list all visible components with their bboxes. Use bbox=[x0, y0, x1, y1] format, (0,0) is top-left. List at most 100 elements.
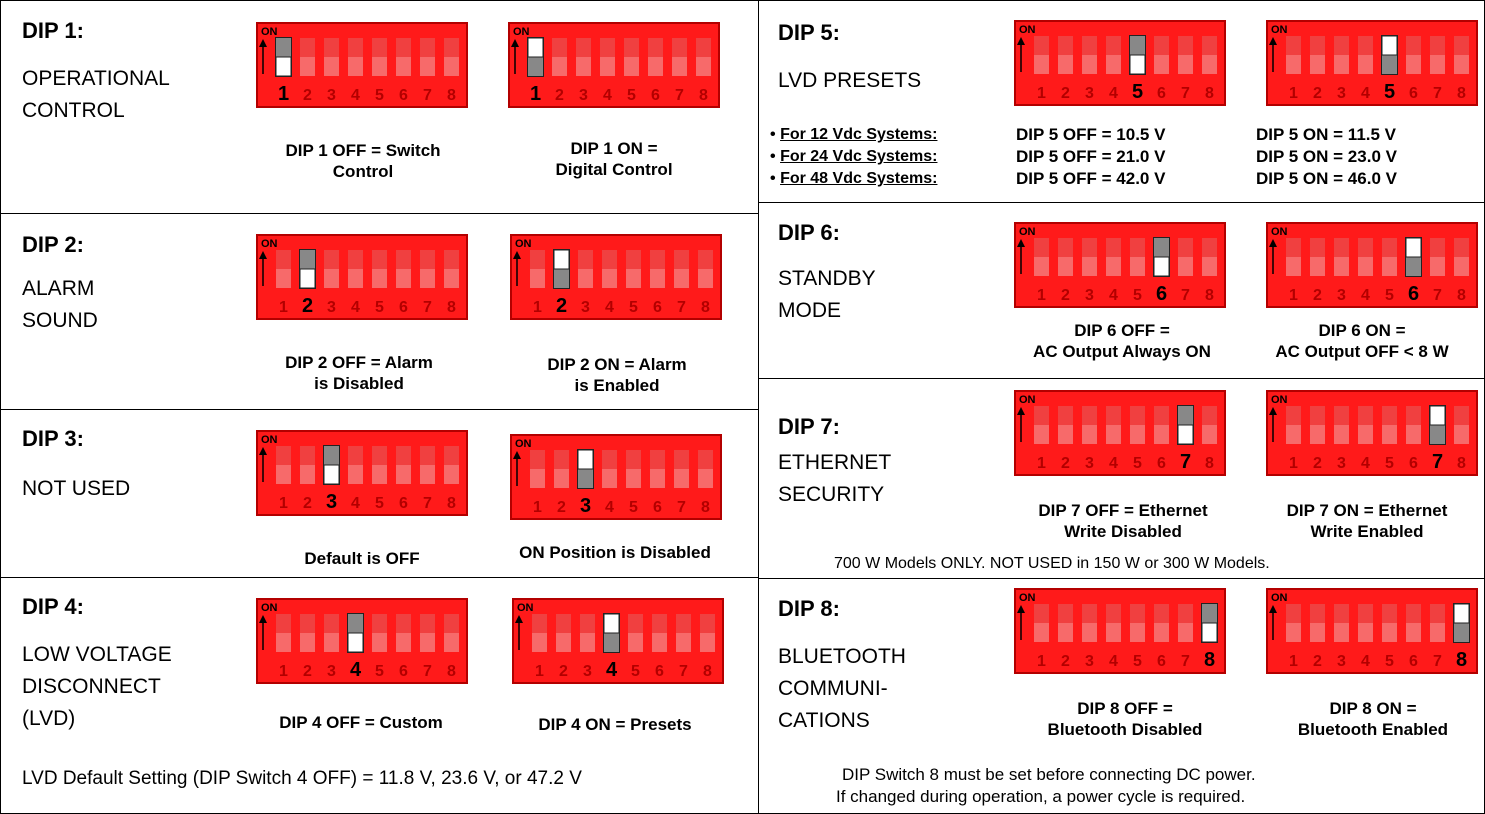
dip-slot-1: 1 bbox=[1286, 238, 1301, 304]
switch-knob bbox=[1202, 55, 1217, 74]
dip-5-system-24v: • For 24 Vdc Systems: bbox=[770, 146, 937, 167]
switch-number-label: 1 bbox=[533, 499, 542, 516]
dip-slot-6: 6 bbox=[1406, 406, 1421, 472]
dip-3-on-caption: ON Position is Disabled bbox=[519, 543, 711, 562]
switch-number-label: 8 bbox=[1205, 455, 1214, 472]
switch-knob bbox=[323, 464, 340, 485]
switch-number-label: 8 bbox=[701, 299, 710, 316]
switch-number-label: 6 bbox=[399, 495, 408, 512]
dip-slot-8: 8 bbox=[1201, 603, 1218, 671]
on-arrow-icon bbox=[1017, 605, 1025, 613]
dip-3-subtitle: NOT USED bbox=[22, 477, 131, 500]
switch-knob bbox=[1334, 55, 1349, 74]
dip-slot-5: 5 bbox=[1130, 406, 1145, 472]
switch-number-label: 3 bbox=[1085, 455, 1094, 472]
on-label: ON bbox=[1271, 592, 1288, 604]
switch-number-label: 1 bbox=[530, 83, 541, 105]
dip-4-title: DIP 4: bbox=[22, 594, 84, 619]
switch-number-label: 8 bbox=[447, 663, 456, 680]
on-label: ON bbox=[1271, 226, 1288, 238]
dip-4-off-caption: DIP 4 OFF = Custom bbox=[279, 713, 443, 732]
switch-knob bbox=[420, 465, 435, 484]
switch-knob bbox=[626, 269, 641, 288]
dip-4-on-caption: DIP 4 ON = Presets bbox=[538, 715, 692, 734]
switch-knob bbox=[444, 269, 459, 288]
dip-slot-8: 8 bbox=[698, 250, 713, 316]
dip-slot-5: 5 bbox=[628, 614, 643, 680]
dip-slot-8: 8 bbox=[444, 614, 459, 680]
dip-slot-8: 8 bbox=[444, 446, 459, 512]
dip-1-on-caption-line-2: Digital Control bbox=[555, 160, 673, 179]
dip-slot-1: 1 bbox=[275, 37, 292, 105]
dip-8-on-caption: DIP 8 ON = Bluetooth Enabled bbox=[1266, 698, 1480, 740]
dip-6-on-caption-line-1: DIP 6 ON = bbox=[1318, 321, 1406, 340]
panel-dip-7 bbox=[759, 379, 1485, 579]
dip-slot-4: 4 bbox=[1358, 406, 1373, 472]
dip-slot-2: 2 bbox=[1058, 406, 1073, 472]
dip-slot-7: 7 bbox=[1178, 238, 1193, 304]
switch-knob bbox=[1334, 623, 1349, 642]
dip-slot-2: 2 bbox=[1310, 406, 1325, 472]
switch-number-label: 6 bbox=[651, 87, 660, 104]
dip-slot-3: 3 bbox=[576, 38, 591, 104]
dip-1-on-caption: DIP 1 ON = Digital Control bbox=[508, 138, 720, 180]
switch-knob bbox=[650, 469, 665, 488]
switch-knob bbox=[1202, 257, 1217, 276]
on-arrow-icon bbox=[259, 447, 267, 455]
dip-slot-8: 8 bbox=[1454, 406, 1469, 472]
switch-number-label: 5 bbox=[627, 87, 636, 104]
dip-5-system-48v: • For 48 Vdc Systems: bbox=[770, 168, 937, 189]
switch-knob bbox=[1286, 623, 1301, 642]
switch-number-label: 6 bbox=[1409, 85, 1418, 102]
switch-number-label: 2 bbox=[1061, 85, 1070, 102]
switch-knob bbox=[698, 469, 713, 488]
dip-slot-4: 4 bbox=[602, 250, 617, 316]
dip-1-on-caption-line-1: DIP 1 ON = bbox=[570, 139, 658, 158]
switch-knob bbox=[1358, 55, 1373, 74]
on-label: ON bbox=[517, 602, 534, 614]
switch-number-label: 5 bbox=[375, 87, 384, 104]
switch-knob bbox=[1381, 35, 1398, 56]
switch-number-label: 7 bbox=[1433, 653, 1442, 670]
switch-knob bbox=[348, 465, 363, 484]
dip-slot-1: 1 bbox=[1034, 238, 1049, 304]
switch-number-label: 7 bbox=[1433, 85, 1442, 102]
dip-slot-3: 3 bbox=[1082, 406, 1097, 472]
dip-2-on-caption: DIP 2 ON = Alarm is Enabled bbox=[506, 354, 728, 396]
dip-8-on-caption-line-2: Bluetooth Enabled bbox=[1297, 720, 1449, 739]
dip-slot-3: 3 bbox=[1082, 238, 1097, 304]
dip-2-subtitle-line-2: SOUND bbox=[22, 309, 98, 332]
on-label: ON bbox=[261, 238, 278, 250]
switch-knob bbox=[1358, 623, 1373, 642]
switch-knob bbox=[1406, 623, 1421, 642]
switch-knob bbox=[530, 269, 545, 288]
dip-slot-4: 4 bbox=[603, 613, 620, 681]
switch-number-label: 4 bbox=[1109, 653, 1118, 670]
dip-slot-8: 8 bbox=[1202, 406, 1217, 472]
switch-number-label: 6 bbox=[1409, 653, 1418, 670]
dip-7-on-caption: DIP 7 ON = Ethernet Write Enabled bbox=[1252, 500, 1482, 542]
switch-knob bbox=[300, 633, 315, 652]
switch-knob bbox=[276, 465, 291, 484]
dip-slot-3: 3 bbox=[324, 614, 339, 680]
switch-knob bbox=[1106, 425, 1121, 444]
on-arrow-icon bbox=[515, 615, 523, 623]
switch-knob bbox=[300, 465, 315, 484]
switch-knob bbox=[1106, 55, 1121, 74]
switch-knob bbox=[1430, 623, 1445, 642]
dip-slot-5: 5 bbox=[624, 38, 639, 104]
switch-knob bbox=[1106, 623, 1121, 642]
dip-slot-8: 8 bbox=[1454, 238, 1469, 304]
switch-knob bbox=[1082, 257, 1097, 276]
dip-slot-1: 1 bbox=[532, 614, 547, 680]
switch-number-label: 1 bbox=[278, 83, 289, 105]
switch-knob bbox=[1058, 257, 1073, 276]
dip-slot-4: 4 bbox=[600, 38, 615, 104]
switch-number-label: 6 bbox=[399, 663, 408, 680]
